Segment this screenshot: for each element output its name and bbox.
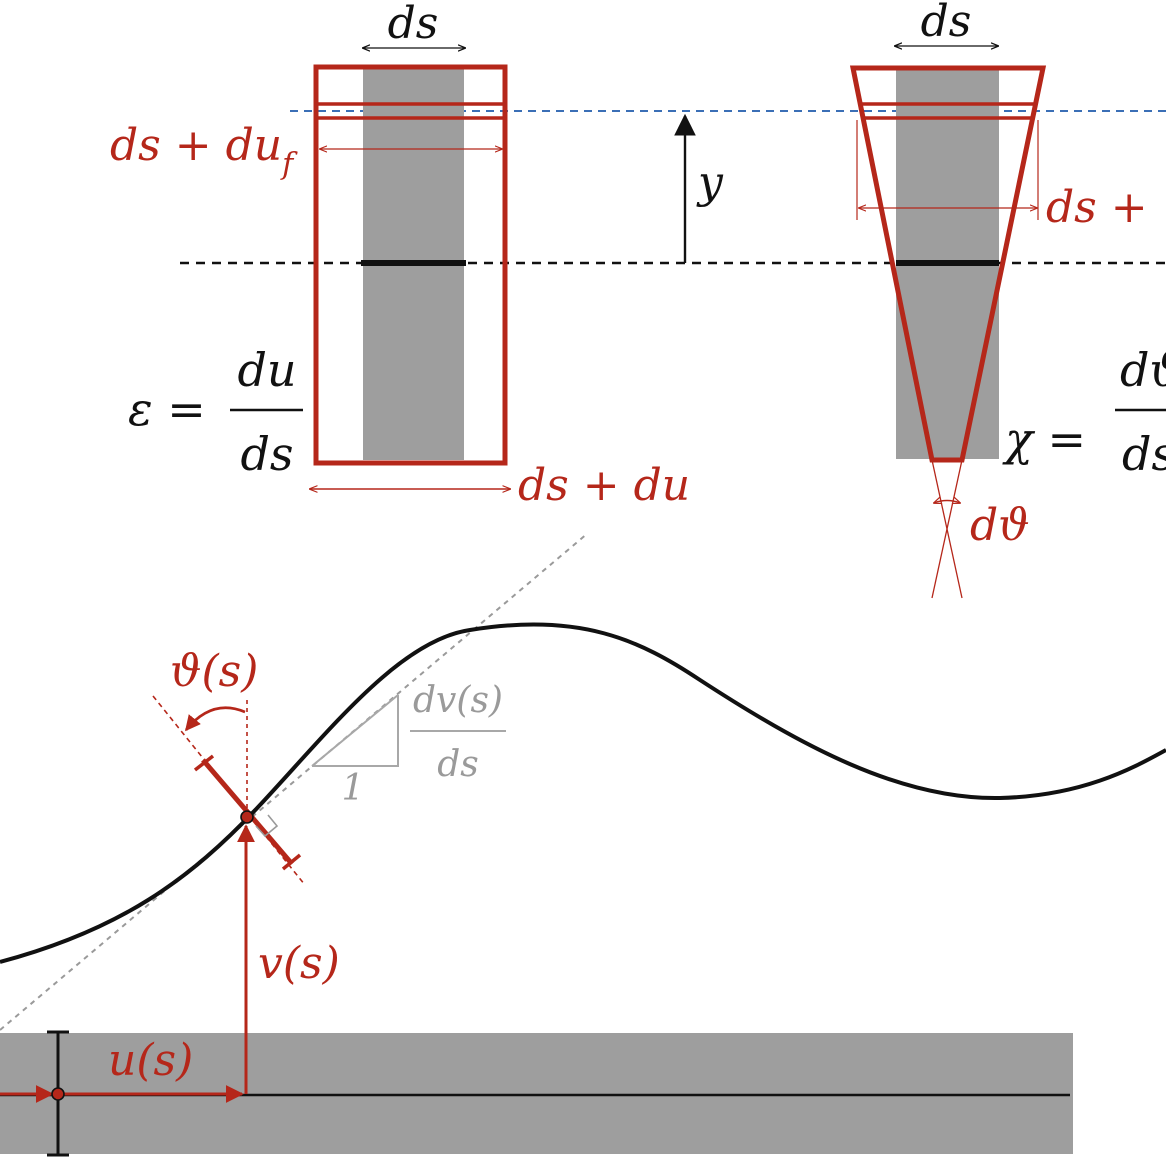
strain-formula: ε = du ds	[128, 343, 303, 481]
tangent-dotted-line	[0, 532, 589, 1031]
dtheta-angle-arc	[934, 501, 960, 504]
deformed-element-outline	[313, 64, 508, 466]
ds-label-right: ds	[921, 0, 972, 47]
chi-lhs: χ =	[1002, 412, 1086, 466]
dv-denominator: ds	[437, 744, 479, 785]
deflected-beam-section: 1 dv(s) ds ϑ(s) v(s) u(s)	[0, 532, 1166, 1157]
epsilon-lhs: ε =	[128, 382, 206, 436]
deflected-point	[240, 810, 254, 824]
wedge-ray-right	[931, 459, 963, 599]
cross-section-cap-top	[193, 754, 215, 772]
cross-section-cap-bottom	[281, 853, 302, 871]
dv-numerator: dv(s)	[413, 680, 503, 721]
chi-denominator: ds	[1122, 427, 1166, 481]
slope-one-label: 1	[342, 768, 365, 809]
ds-plus-du-label: ds + du	[518, 460, 690, 511]
slope-triangle-hypotenuse	[311, 694, 399, 767]
deflection-curve	[0, 622, 1166, 964]
slope-triangle	[312, 695, 399, 767]
ds-plus-duf-label: ds + duf	[110, 120, 298, 182]
theta-rotation-arc	[184, 706, 246, 732]
dtheta-label: dϑ	[970, 500, 1030, 551]
epsilon-numerator: du	[237, 343, 296, 397]
axial-strain-element: ds ds + duf ds + du ε = du ds	[110, 0, 690, 511]
y-label: y	[696, 157, 724, 208]
curvature-formula: χ = dϑ ds	[1002, 343, 1166, 481]
ds-plus-label-right: ds +	[1046, 182, 1148, 233]
u-s-label: u(s)	[108, 1035, 193, 1086]
ds-label-left: ds	[388, 0, 439, 49]
epsilon-denominator: ds	[240, 427, 293, 481]
right-angle-marker	[255, 814, 279, 838]
v-s-label: v(s)	[258, 938, 340, 989]
origin-point	[51, 1087, 65, 1101]
chi-numerator: dϑ	[1120, 343, 1166, 397]
theta-s-label: ϑ(s)	[170, 646, 258, 697]
curvature-element: ds ds + dϑ χ = dϑ ds	[849, 0, 1166, 599]
